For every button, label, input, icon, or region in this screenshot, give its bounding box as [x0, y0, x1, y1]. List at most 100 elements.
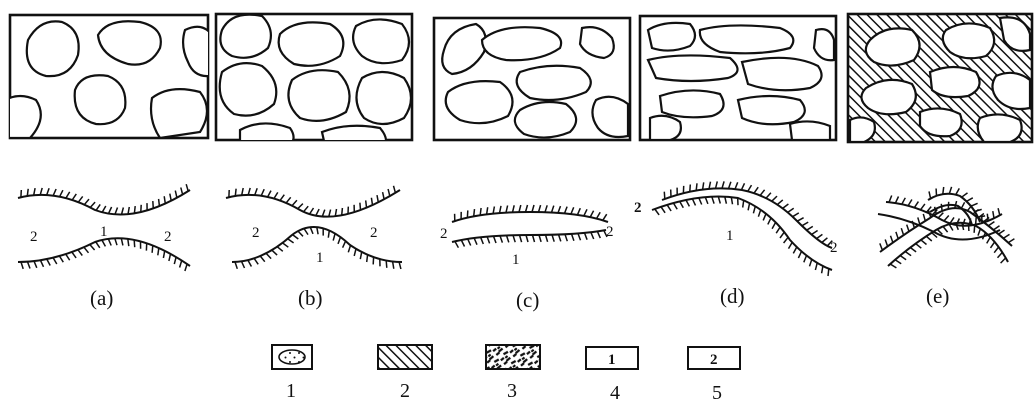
contact-hatch-tick [474, 209, 475, 216]
panel-c-grain-texture [434, 18, 630, 140]
contact-hatch-tick [109, 207, 112, 214]
contact-hatch-tick [987, 214, 988, 221]
contact-hatch-tick [545, 205, 547, 212]
contact-hatch-tick [115, 238, 117, 245]
contact-hatch-tick [174, 257, 176, 264]
contact-hatch-tick [998, 208, 1000, 215]
contact-hatch-tick [978, 229, 980, 236]
legend-number-2: 2 [400, 380, 410, 401]
contact-hatch-tick [242, 261, 245, 268]
contact-hatch-tick [153, 201, 154, 208]
contact-hatch-tick [72, 252, 76, 258]
panel-d-label-mid: 1 [726, 228, 734, 244]
contact-hatch-tick [152, 246, 153, 253]
contact-hatch-tick [766, 193, 771, 198]
contact-hatch-tick [921, 240, 927, 245]
contact-hatch-tick [338, 237, 341, 244]
contact-hatch-tick [175, 191, 177, 198]
legend-item-3: 3 [486, 345, 540, 401]
panel-c-contact-sketch: 2 2 1 [440, 205, 614, 268]
contact-hatch-tick [712, 197, 714, 204]
contact-hatch-tick [354, 249, 356, 256]
contact-hatch-tick [961, 202, 964, 208]
contact-hatch-tick [572, 234, 574, 241]
contact-hatch-tick [526, 235, 528, 242]
contact-hatch-tick [673, 203, 677, 209]
contact-hatch-tick [304, 206, 309, 212]
contact-hatch-tick [90, 245, 95, 251]
contact-hatch-tick [34, 261, 37, 268]
contact-hatch-tick [40, 260, 43, 267]
contact-hatch-tick [944, 216, 949, 222]
contact-hatch-tick [367, 255, 368, 262]
contact-hatch-tick [328, 231, 329, 238]
contact-hatch-tick [494, 236, 497, 243]
panel-c-caption: (c) [516, 288, 539, 312]
contact-hatch-tick [72, 194, 76, 200]
contact-hatch-tick [280, 195, 284, 201]
legend-item-2: 2 [378, 345, 432, 401]
contact-hatch-tick [164, 196, 165, 203]
contact-hatch-tick [78, 196, 82, 202]
contact-hatch-tick [758, 210, 760, 217]
legend-swatch-irregular-hatch [486, 345, 540, 369]
legend-number-1: 1 [286, 380, 296, 401]
panel-a-contact-sketch: 2 1 2 [18, 184, 190, 271]
panel-a-label-left: 2 [30, 229, 38, 245]
panel-b-label-right: 2 [370, 225, 378, 241]
contact-hatch-tick [366, 200, 367, 207]
contact-hatch-tick [891, 236, 893, 243]
contact-hatch-tick [692, 199, 695, 206]
contact-hatch-tick [268, 191, 271, 197]
contact-hatch-tick [286, 197, 291, 203]
contact-hatch-tick [941, 204, 942, 211]
contact-hatch-tick [520, 235, 522, 242]
contact-hatch-tick [360, 252, 361, 259]
contact-hatch-tick [96, 242, 100, 248]
contact-hatch-tick [487, 237, 490, 244]
contact-hatch-tick [784, 237, 789, 243]
panel-e-grain-texture [848, 14, 1032, 142]
contact-hatch-tick [797, 218, 803, 222]
contact-hatch-tick [590, 211, 593, 217]
contact-hatch-tick [248, 260, 252, 266]
contact-hatch-tick [807, 226, 813, 230]
contact-hatch-tick [943, 187, 944, 194]
contact-hatch-tick [474, 238, 477, 245]
contact-hatch-tick [102, 206, 106, 212]
contact-hatch-tick [304, 229, 308, 235]
contact-hatch-tick [722, 181, 724, 188]
contact-hatch-tick [962, 193, 968, 197]
contact-hatch-tick [667, 205, 671, 211]
contact-hatch-tick [571, 207, 574, 214]
contact-hatch-tick [900, 256, 906, 260]
contact-hatch-tick [988, 222, 994, 226]
contact-hatch-tick [539, 235, 541, 242]
contact-hatch-tick [798, 251, 801, 258]
contact-hatch-tick [763, 214, 766, 221]
contact-hatch-tick [768, 218, 771, 225]
panel-e-contact-sketch [878, 187, 1014, 268]
panel-c-label-right: 2 [606, 224, 614, 240]
contact-hatch-tick [78, 250, 82, 256]
contact-hatch-tick [735, 182, 738, 189]
contact-hatch-tick [912, 221, 914, 228]
contact-hatch-tick [180, 261, 182, 268]
contact-hatch-tick [329, 210, 331, 217]
contact-hatch-tick [481, 237, 484, 244]
contact-hatch-tick [506, 206, 508, 213]
contact-hatch-tick [822, 238, 828, 243]
panel-d-label-right: 2 [830, 240, 838, 256]
contact-hatch-tick [802, 222, 808, 226]
contact-hatch-tick [59, 256, 63, 262]
contact-hatch-tick [994, 247, 998, 253]
contact-hatch-tick [907, 225, 909, 232]
contact-hatch-tick [28, 262, 31, 269]
contact-hatch-tick [53, 189, 56, 196]
contact-hatch-tick [788, 208, 794, 212]
contact-hatch-tick [896, 232, 898, 239]
contact-hatch-tick [293, 235, 299, 239]
contact-hatch-tick [298, 204, 303, 209]
contact-hatch-tick [274, 192, 278, 198]
contact-hatch-tick [169, 254, 171, 261]
